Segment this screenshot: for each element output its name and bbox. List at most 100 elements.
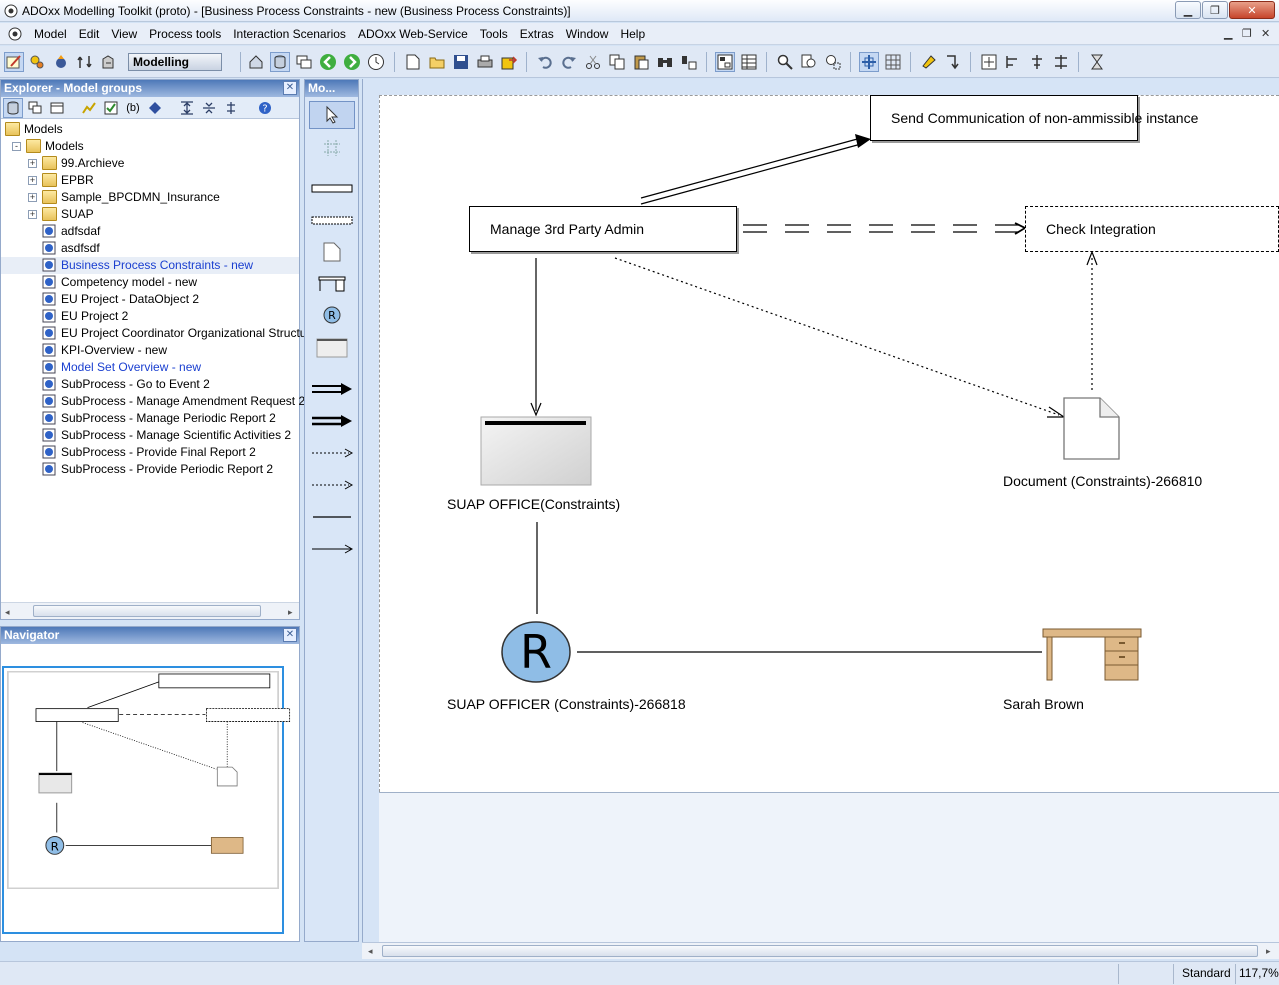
object-groups-icon[interactable] (25, 98, 45, 118)
expand-icon[interactable]: + (28, 175, 37, 185)
palette-dashed-activity-tool[interactable] (309, 207, 355, 235)
collapse-icon[interactable]: - (12, 142, 21, 151)
menu-interaction-scenarios[interactable]: Interaction Scenarios (233, 26, 346, 41)
tree-model[interactable]: KPI-Overview - new (1, 342, 299, 359)
hourglass-icon[interactable] (1087, 52, 1107, 72)
tree-folder[interactable]: +EPBR (1, 172, 299, 189)
canvas-scroll-thumb[interactable] (382, 945, 1258, 957)
tree-folder[interactable]: +Sample_BPCDMN_Insurance (1, 189, 299, 206)
document-dotted-connector[interactable] (614, 257, 1066, 418)
tree-model[interactable]: EU Project 2 (1, 308, 299, 325)
palette-double-arrow-tool[interactable] (309, 375, 355, 403)
replace-icon[interactable] (679, 52, 699, 72)
variables-icon[interactable]: (b) (126, 102, 140, 114)
canvas-scroll-right-icon[interactable]: ▸ (1266, 946, 1271, 956)
tree-folder[interactable]: +99.Archieve (1, 155, 299, 172)
crosshair-icon[interactable] (859, 52, 879, 72)
highlight-icon[interactable] (919, 52, 939, 72)
zoom-selection-icon[interactable] (823, 52, 843, 72)
tree-folder[interactable]: -Models (1, 121, 299, 138)
mode-select[interactable]: Modelling (128, 53, 222, 71)
mdi-close-icon[interactable]: ✕ (1261, 28, 1271, 40)
new-icon[interactable] (403, 52, 423, 72)
scroll-left-icon[interactable]: ◂ (5, 607, 10, 617)
tree-model[interactable]: asdfsdf (1, 240, 299, 257)
save-icon[interactable] (451, 52, 471, 72)
palette-line-tool[interactable] (309, 503, 355, 531)
menu-window[interactable]: Window (565, 26, 609, 41)
home-icon[interactable] (246, 52, 266, 72)
expand-icon[interactable]: + (28, 209, 37, 219)
explorer-scroll-thumb[interactable] (33, 605, 261, 617)
help-icon[interactable]: ? (255, 98, 275, 118)
canvas-scroll-left-icon[interactable]: ◂ (368, 946, 373, 956)
activity-send-communication[interactable]: Send Communication of non-ammissible ins… (870, 95, 1198, 141)
menu-tools[interactable]: Tools (479, 26, 508, 41)
clock-icon[interactable] (366, 52, 386, 72)
tree-model[interactable]: SubProcess - Provide Final Report 2 (1, 444, 299, 461)
check-icon[interactable] (101, 98, 121, 118)
document-icon[interactable] (1062, 396, 1122, 462)
paste-icon[interactable] (631, 52, 651, 72)
maximize-button[interactable]: ❐ (1202, 1, 1228, 19)
role-icon[interactable]: R (500, 620, 574, 686)
undo-icon[interactable] (535, 52, 555, 72)
graphical-view-icon[interactable] (715, 52, 735, 72)
menu-model[interactable]: Model (34, 26, 67, 41)
explorer-horizontal-scrollbar[interactable]: ◂ ▸ (1, 602, 299, 619)
print-icon[interactable] (475, 52, 495, 72)
palette-pointer-tool[interactable] (309, 101, 355, 129)
tree-model[interactable]: SubProcess - Provide Periodic Report 2 (1, 461, 299, 478)
close-button[interactable]: ✕ (1229, 1, 1275, 19)
chart-icon[interactable] (79, 98, 99, 118)
tree-folder[interactable]: +SUAP (1, 206, 299, 223)
activity-check-integration[interactable]: Check Integration (1025, 206, 1279, 252)
table-view-icon[interactable] (739, 52, 759, 72)
tree-model[interactable]: SubProcess - Go to Event 2 (1, 376, 299, 393)
windows-icon[interactable] (294, 52, 314, 72)
menu-web-service[interactable]: ADOxx Web-Service (357, 26, 468, 41)
menu-help[interactable]: Help (620, 26, 646, 41)
palette-bold-arrow-tool[interactable] (309, 407, 355, 435)
import-export-icon[interactable] (99, 52, 119, 72)
menu-edit[interactable]: Edit (78, 26, 100, 41)
grid-icon[interactable] (883, 52, 903, 72)
palette-arrow-tool[interactable] (309, 535, 355, 563)
tree-model[interactable]: adfsdaf (1, 223, 299, 240)
palette-org-unit-tool[interactable] (309, 334, 355, 362)
explorer-close-button[interactable]: ✕ (283, 81, 297, 95)
tree-model[interactable]: SubProcess - Manage Periodic Report 2 (1, 410, 299, 427)
mdi-minimize-icon[interactable]: ▁ (1224, 28, 1233, 40)
diamond-icon[interactable] (145, 98, 165, 118)
canvas-horizontal-scrollbar[interactable]: ◂ ▸ (362, 942, 1279, 959)
center-icon[interactable] (1027, 52, 1047, 72)
decision-dashed-connector[interactable] (743, 222, 1027, 235)
menu-view[interactable]: View (111, 26, 138, 41)
tree-model[interactable]: EU Project - DataObject 2 (1, 291, 299, 308)
scroll-right-icon[interactable]: ▸ (288, 607, 293, 617)
find-icon[interactable] (655, 52, 675, 72)
mdi-restore-icon[interactable]: ❐ (1242, 28, 1252, 40)
tree-folder[interactable]: -Models (1, 138, 299, 155)
back-icon[interactable] (318, 52, 338, 72)
redo-icon[interactable] (559, 52, 579, 72)
tree-model[interactable]: Business Process Constraints - new (1, 257, 299, 274)
uses-connector[interactable] (530, 258, 542, 417)
navigator-preview[interactable]: R (7, 671, 291, 889)
model-groups-icon[interactable] (3, 98, 23, 118)
subsequent-connector[interactable] (640, 134, 871, 205)
align-icon[interactable] (979, 52, 999, 72)
tree-model[interactable]: Competency model - new (1, 274, 299, 291)
forward-icon[interactable] (342, 52, 362, 72)
folder-view-icon[interactable] (47, 98, 67, 118)
expand-icon[interactable]: + (28, 192, 37, 202)
tree-model[interactable]: EU Project Coordinator Organizational St… (1, 325, 306, 342)
collapse-all-icon[interactable] (199, 98, 219, 118)
expand-icon[interactable]: + (28, 158, 37, 168)
palette-activity-tool[interactable] (309, 175, 355, 203)
palette-performer-tool[interactable] (309, 270, 355, 298)
tree-model[interactable]: SubProcess - Manage Amendment Request 2 (1, 393, 305, 410)
zoom-page-icon[interactable] (799, 52, 819, 72)
tree-model[interactable]: Model Set Overview - new (1, 359, 299, 376)
simulation-icon[interactable] (51, 52, 71, 72)
